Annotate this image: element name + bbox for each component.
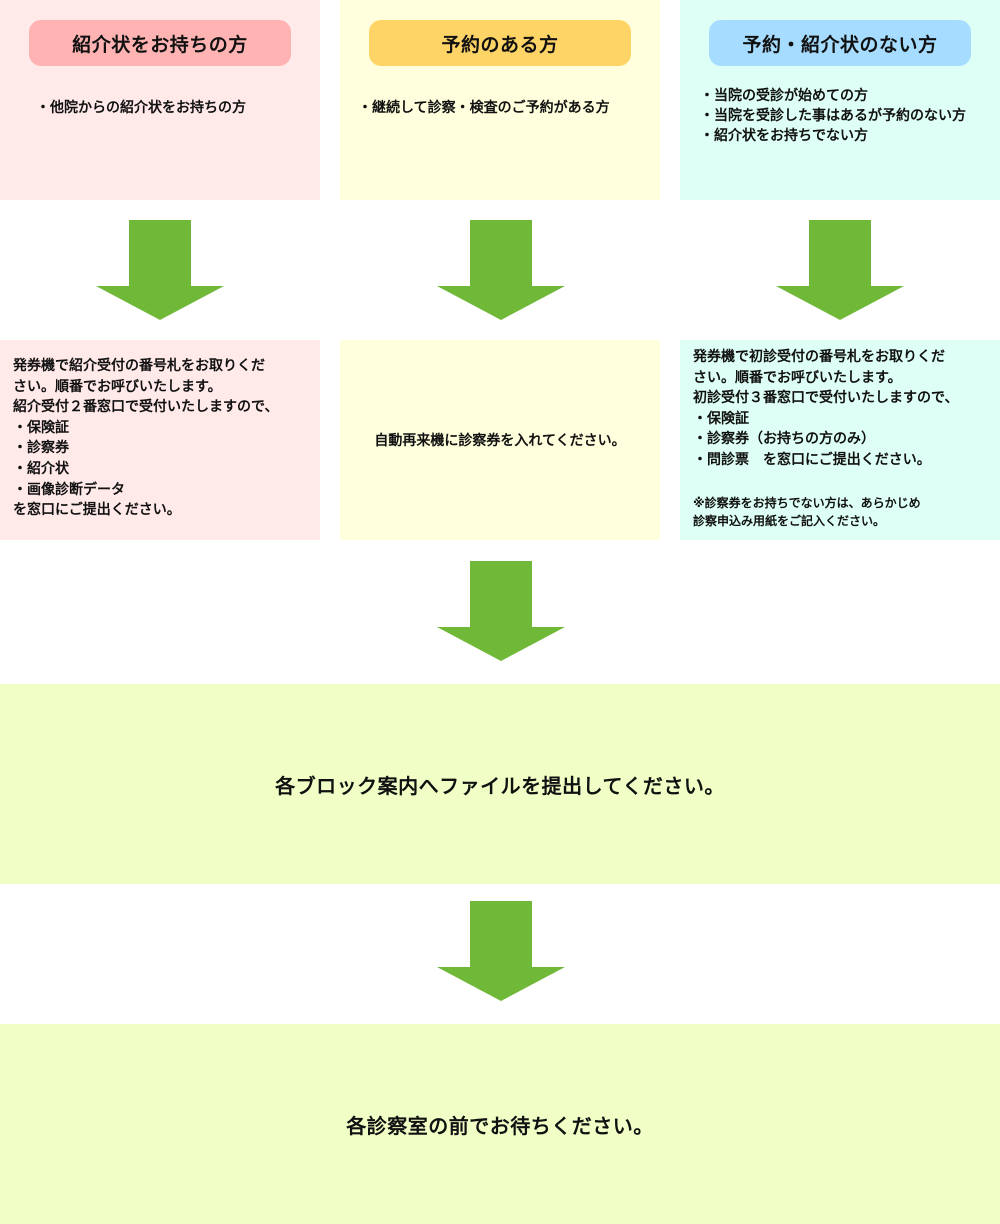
category-referral-panel: 紹介状をお持ちの方 ・他院からの紹介状をお持ちの方 [0, 0, 320, 200]
bullet-item: ・当院の受診が始めての方 [700, 88, 868, 104]
note-line: ※診察券をお持ちでない方は、あらかじめ [693, 496, 921, 510]
reserved-instructions-text: 自動再来機に診察券を入れてください。 [374, 433, 626, 449]
file-submit-text: 各ブロック案内へファイルを提出してください。 [275, 773, 725, 798]
down-arrow-icon [776, 220, 904, 320]
instruction-line: 発券機で紹介受付の番号札をお取りくだ [13, 358, 265, 374]
category-reserved-bullets: ・継続して診察・検査のご予約がある方 [358, 98, 610, 118]
category-reserved-panel: 予約のある方 [340, 0, 660, 200]
instruction-line: ・診察券（お持ちの方のみ） [693, 431, 875, 448]
referral-instructions-text: 発券機で紹介受付の番号札をお取りくだ さい。順番でお呼びいたします。 紹介受付２… [13, 356, 278, 521]
bullet-item: ・当院を受診した事はあるが予約のない方 [700, 108, 966, 124]
category-reserved-title: 予約のある方 [369, 20, 631, 66]
instruction-line: 発券機で初診受付の番号札をお取りくだ [693, 349, 945, 365]
bullet-item: ・紹介状をお持ちでない方 [700, 128, 868, 144]
instruction-line: さい。順番でお呼びいたします。 [693, 369, 902, 386]
instruction-line: を窓口にご提出ください。 [13, 502, 181, 519]
category-referral-bullets: ・他院からの紹介状をお持ちの方 [36, 98, 246, 118]
instruction-line: ・紹介状 [13, 460, 69, 477]
wait-text: 各診察室の前でお待ちください。 [346, 1113, 654, 1138]
instruction-line: ・保険証 [13, 419, 69, 436]
instruction-line: ・画像診断データ [13, 481, 125, 498]
file-submit-step: 各ブロック案内へファイルを提出してください。 [0, 684, 1000, 884]
instruction-line: 初診受付３番窓口で受付いたしますので、 [693, 390, 959, 407]
down-arrow-icon [96, 220, 224, 320]
category-referral-title: 紹介状をお持ちの方 [29, 20, 291, 66]
down-arrow-icon [437, 561, 565, 661]
category-new-bullets: ・当院の受診が始めての方 ・当院を受診した事はあるが予約のない方 ・紹介状をお持… [700, 86, 966, 146]
referral-instructions-panel: 発券機で紹介受付の番号札をお取りくだ さい。順番でお呼びいたします。 紹介受付２… [0, 340, 320, 540]
instruction-line: 紹介受付２番窓口で受付いたしますので、 [13, 399, 279, 416]
new-instructions-panel: 発券機で初診受付の番号札をお取りくだ さい。順番でお呼びいたします。 初診受付３… [680, 340, 1000, 540]
new-instructions-text: 発券機で初診受付の番号札をお取りくだ さい。順番でお呼びいたします。 初診受付３… [693, 347, 958, 471]
wait-step: 各診察室の前でお待ちください。 [0, 1024, 1000, 1224]
down-arrow-icon [437, 220, 565, 320]
category-new-title: 予約・紹介状のない方 [709, 20, 971, 66]
instruction-line: ・診察券 [13, 440, 69, 457]
category-new-panel: 予約・紹介状のない方 ・当院の受診が始めての方 ・当院を受診した事はあるが予約の… [680, 0, 1000, 200]
reserved-instructions-panel: 自動再来機に診察券を入れてください。 [340, 340, 660, 540]
instruction-line: ・問診票 を窓口にご提出ください。 [693, 451, 931, 468]
bullet-item: ・継続して診察・検査のご予約がある方 [358, 100, 610, 116]
bullet-item: ・他院からの紹介状をお持ちの方 [36, 100, 246, 116]
new-instructions-note: ※診察券をお持ちでない方は、あらかじめ 診察申込み用紙をご記入ください。 [693, 494, 921, 530]
instruction-line: ・保険証 [693, 410, 749, 427]
note-line: 診察申込み用紙をご記入ください。 [693, 514, 886, 528]
instruction-line: さい。順番でお呼びいたします。 [13, 378, 222, 395]
down-arrow-icon [437, 901, 565, 1001]
